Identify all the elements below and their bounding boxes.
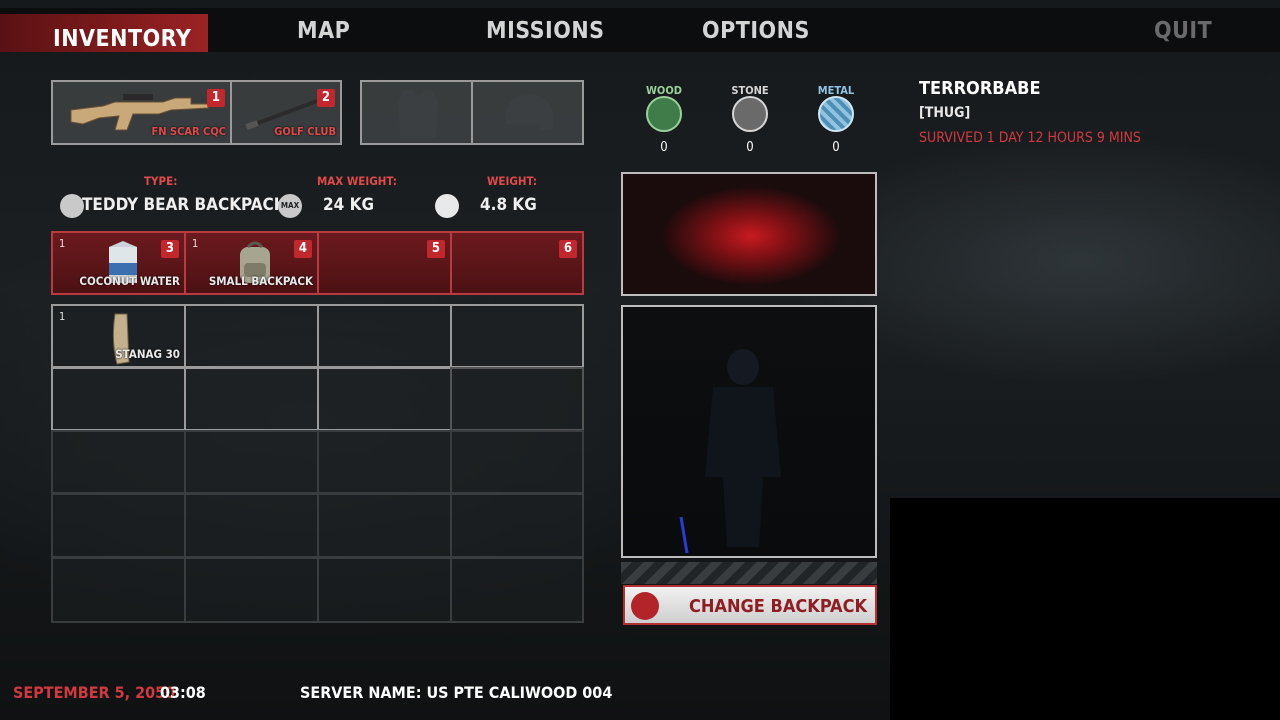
character-preview[interactable] [621, 305, 877, 558]
character-model-silhouette [679, 349, 781, 554]
storage-slot[interactable] [450, 367, 584, 431]
quick-slot-4[interactable]: 1 4 SMALL BACKPACK [184, 231, 319, 295]
quick-slot-6[interactable]: 6 [450, 231, 584, 295]
locked-slot [317, 430, 452, 494]
locked-slot [51, 557, 186, 623]
slot-item-label: COCONUT WATER [79, 274, 180, 288]
storage-slot[interactable] [184, 367, 319, 431]
slot-number-badge: 4 [294, 240, 312, 258]
backpack-icon [631, 592, 659, 620]
tab-options[interactable]: OPTIONS [702, 18, 810, 44]
tab-missions[interactable]: MISSIONS [486, 18, 605, 44]
item-quantity: 1 [59, 237, 66, 250]
max-weight-label: MAX WEIGHT: [317, 174, 397, 188]
change-backpack-label: CHANGE BACKPACK [689, 596, 867, 617]
backpack-type-value: TEDDY BEAR BACKPACK [82, 195, 286, 215]
backpack-preview [621, 172, 877, 296]
locked-slot [317, 557, 452, 623]
locked-slot [450, 557, 584, 623]
storage-slot[interactable] [317, 367, 452, 431]
resource-label-metal: METAL [817, 84, 855, 97]
game-time: 03:08 [160, 683, 206, 702]
tab-map[interactable]: MAP [297, 18, 351, 44]
locked-slot [450, 430, 584, 494]
locked-slot [184, 493, 319, 558]
slot-number-badge: 2 [317, 89, 335, 107]
storage-slot[interactable] [450, 304, 584, 368]
item-quantity: 1 [192, 237, 199, 250]
weight-icon [435, 194, 459, 218]
top-nav-bar: INVENTORY MAP MISSIONS OPTIONS QUIT [0, 8, 1280, 52]
teddy-bear-icon [60, 194, 84, 218]
black-overlay-region [890, 498, 1280, 720]
slot-item-label: SMALL BACKPACK [208, 274, 313, 288]
change-backpack-button[interactable]: CHANGE BACKPACK [623, 585, 877, 625]
slot-number-badge: 6 [559, 240, 577, 258]
resource-value-metal: 0 [832, 140, 840, 155]
assault-rifle-icon [70, 94, 209, 131]
storage-slot[interactable] [51, 367, 186, 431]
locked-slot [51, 430, 186, 494]
slot-number-badge: 1 [207, 89, 225, 107]
weight-label: WEIGHT: [487, 174, 538, 188]
storage-slot[interactable]: 1 STANAG 30 [51, 304, 186, 368]
survival-time: SURVIVED 1 DAY 12 HOURS 9 MINS [919, 130, 1141, 146]
magazine-icon [112, 313, 130, 365]
slot-number-badge: 3 [161, 240, 179, 258]
vest-silhouette-icon [398, 90, 438, 138]
max-weight-icon: MAX [278, 194, 302, 218]
item-quantity: 1 [59, 310, 66, 323]
coconut-water-carton-icon [109, 241, 137, 283]
locked-slot [184, 430, 319, 494]
resource-value-wood: 0 [660, 140, 668, 155]
slot-item-label: STANAG 30 [115, 347, 180, 361]
golf-club-icon [245, 98, 322, 130]
server-name: SERVER NAME: US PTE CALIWOOD 004 [300, 683, 613, 702]
resource-value-stone: 0 [746, 140, 754, 155]
storage-slot[interactable] [184, 304, 319, 368]
helmet-silhouette-icon [505, 94, 553, 130]
locked-slot [450, 493, 584, 558]
player-class: [THUG] [919, 105, 971, 121]
weapon-slot-secondary[interactable]: 2 GOLF CLUB [230, 80, 342, 145]
max-weight-value: 24 KG [323, 195, 375, 215]
vest-slot[interactable] [360, 80, 473, 145]
helmet-slot[interactable] [471, 80, 584, 145]
quick-slot-3[interactable]: 1 3 COCONUT WATER [51, 231, 186, 295]
type-label: TYPE: [144, 174, 178, 188]
weapon-slot-primary[interactable]: 1 FN SCAR CQC [51, 80, 232, 145]
tree-icon [646, 96, 682, 132]
resource-label-stone: STONE [731, 84, 769, 97]
metal-icon [818, 96, 854, 132]
player-name: TERRORBABE [919, 78, 1041, 99]
quick-slot-5[interactable]: 5 [317, 231, 452, 295]
resource-label-wood: WOOD [646, 84, 682, 97]
stone-icon [732, 96, 768, 132]
tab-quit[interactable]: QUIT [1154, 18, 1213, 44]
storage-slot[interactable] [317, 304, 452, 368]
slot-item-label: GOLF CLUB [274, 125, 336, 138]
locked-slot [317, 493, 452, 558]
slot-number-badge: 5 [427, 240, 445, 258]
slot-item-label: FN SCAR CQC [151, 125, 226, 138]
game-date: SEPTEMBER 5, 2050 [13, 683, 176, 702]
locked-slot [184, 557, 319, 623]
tab-inventory[interactable]: INVENTORY [0, 14, 208, 52]
small-backpack-icon [240, 241, 270, 283]
locked-slot [51, 493, 186, 558]
weight-value: 4.8 KG [480, 195, 537, 215]
hazard-stripe [621, 562, 877, 584]
